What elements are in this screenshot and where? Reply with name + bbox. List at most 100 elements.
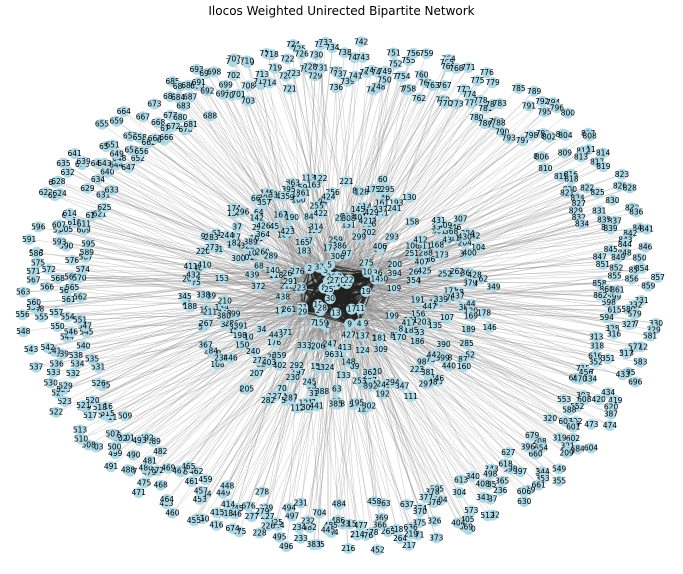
network-edge — [61, 307, 303, 355]
network-node: 447 — [423, 300, 437, 312]
network-edge — [331, 276, 592, 425]
network-edge — [315, 54, 361, 309]
network-node: 390 — [436, 339, 451, 351]
node-label: 99 — [231, 309, 241, 318]
node-label: 793 — [502, 134, 517, 143]
node-label: 681 — [183, 120, 198, 129]
network-edge — [348, 174, 571, 281]
network-node: 109 — [387, 283, 401, 295]
network-edge — [328, 62, 448, 282]
network-node: 111 — [404, 390, 418, 402]
network-edge — [340, 124, 495, 281]
node-label: 500 — [107, 443, 122, 452]
network-node: 575 — [31, 257, 45, 269]
network-edge — [99, 323, 360, 408]
network-edge — [320, 68, 326, 271]
network-edge — [375, 278, 471, 284]
node-label: 666 — [159, 133, 174, 142]
network-edge — [325, 192, 598, 271]
network-edge — [317, 41, 362, 305]
node-label: 566 — [40, 282, 55, 291]
network-edge — [206, 73, 348, 284]
node-label: 306 — [330, 252, 345, 261]
network-node: 432 — [186, 269, 201, 281]
network-node: 292 — [289, 360, 304, 372]
network-node: 696 — [628, 376, 643, 388]
network-node: 392 — [363, 380, 378, 392]
node-label: 68 — [254, 261, 264, 270]
network-node: 823 — [615, 168, 629, 180]
node-label: 742 — [354, 37, 369, 46]
node-label: 458 — [367, 497, 382, 506]
node-label: 181 — [373, 333, 388, 342]
node-label: 296 — [235, 207, 250, 216]
network-edge — [238, 94, 325, 289]
network-node: 199 — [385, 310, 399, 322]
network-node: 190 — [285, 211, 299, 223]
network-node: 785 — [511, 82, 526, 94]
network-node: 538 — [69, 349, 83, 361]
network-node: 283 — [204, 231, 219, 243]
node-label: 428 — [467, 270, 482, 279]
network-node: 437 — [450, 290, 465, 302]
node-label: 2 — [307, 264, 312, 273]
network-node: 468 — [153, 479, 168, 491]
network-node: 264 — [393, 533, 408, 545]
node-label: 509 — [118, 411, 133, 420]
network-edge — [321, 44, 331, 299]
network-edge — [317, 304, 543, 473]
network-node: 377 — [419, 492, 433, 504]
network-node: 813 — [574, 151, 588, 163]
network-node: 189 — [461, 324, 476, 336]
network-edge — [283, 214, 311, 269]
network-edge — [375, 59, 449, 280]
node-label: 751 — [386, 48, 401, 57]
network-edge — [154, 103, 329, 290]
node-label: 413 — [338, 343, 353, 352]
network-node: 99 — [230, 308, 242, 320]
network-node: 687 — [183, 91, 198, 103]
network-edge — [328, 281, 632, 325]
network-edge — [129, 135, 326, 271]
node-label: 647 — [121, 163, 136, 172]
network-node: 586 — [29, 247, 43, 259]
node-label: 664 — [117, 107, 132, 116]
node-label: 289 — [264, 252, 279, 261]
node-label: 373 — [429, 533, 444, 542]
node-label: 540 — [76, 341, 91, 350]
network-edge — [56, 280, 335, 365]
network-edge — [302, 311, 501, 491]
node-label: 667 — [136, 112, 151, 121]
node-label: 596 — [31, 222, 46, 231]
network-node: 850 — [632, 252, 647, 264]
node-label: 831 — [592, 206, 607, 215]
network-edge — [309, 89, 408, 269]
node-label: 302 — [362, 401, 377, 410]
network-node: 267 — [199, 317, 214, 329]
node-label: 19 — [361, 287, 371, 296]
network-edge — [367, 271, 578, 450]
network-edge — [82, 269, 303, 313]
network-edge — [265, 307, 303, 509]
network-node: 391 — [234, 320, 248, 332]
node-label: 287 — [283, 393, 298, 402]
node-label: 345 — [177, 292, 192, 301]
network-node: 630 — [517, 495, 532, 507]
network-node: 416 — [209, 519, 224, 531]
network-node: 5 — [324, 259, 336, 271]
network-edge — [349, 210, 600, 325]
node-label: 573 — [464, 506, 479, 515]
network-edge — [375, 102, 472, 280]
network-node: 618 — [498, 458, 513, 470]
node-label: 390 — [436, 340, 451, 349]
node-label: 388 — [315, 387, 330, 396]
network-edge — [358, 288, 395, 325]
network-edge — [37, 264, 330, 310]
node-label: 759 — [419, 49, 434, 58]
node-label: 5 — [327, 260, 332, 269]
network-node: 304 — [452, 486, 467, 498]
network-edge — [38, 262, 332, 278]
network-node: 855 — [608, 270, 622, 282]
network-edge — [344, 76, 401, 283]
node-label: 367 — [198, 340, 213, 349]
